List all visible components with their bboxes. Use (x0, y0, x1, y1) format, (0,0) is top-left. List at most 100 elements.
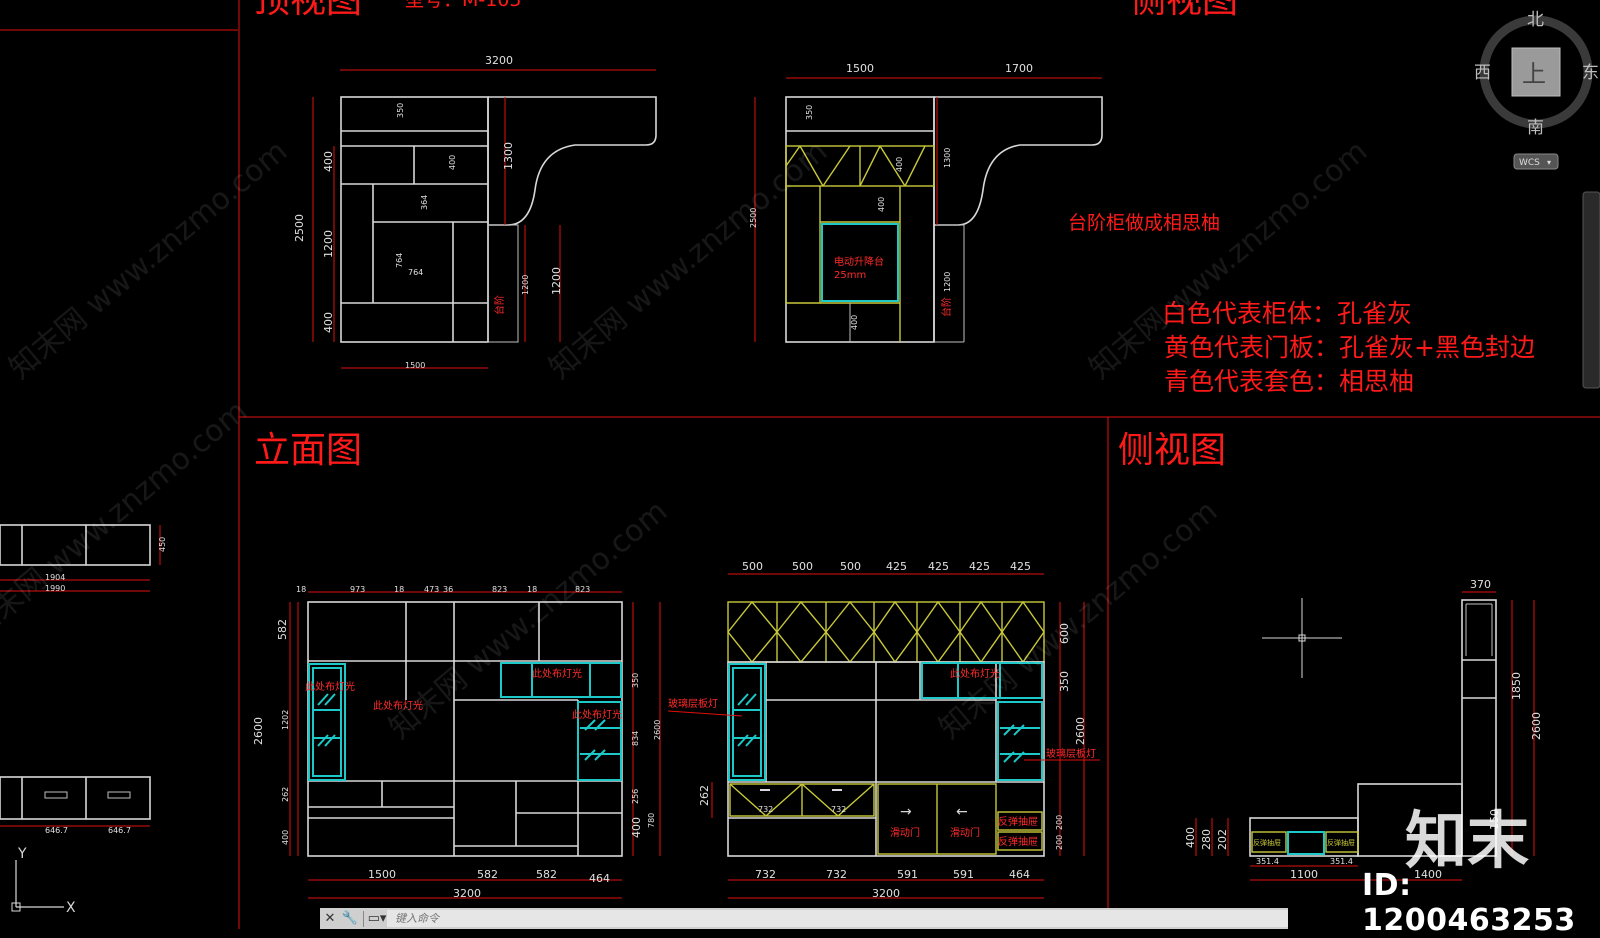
model-title: 型号：M-105 (405, 0, 522, 11)
dim-label: 1850 (1510, 672, 1523, 700)
watermark-text: 知末网 www.znzmo.com (3, 134, 294, 386)
watermark-text: 知末网 www.znzmo.com (383, 494, 674, 746)
ucs-axis-icon: Y X (11, 846, 76, 916)
dim-label: 732 (831, 805, 846, 814)
dim-label: 1990 (45, 584, 65, 593)
close-icon[interactable]: ✕ (324, 911, 336, 926)
dim-label: 3200 (872, 887, 900, 900)
dim-label: 834 (631, 731, 640, 746)
dim-label: 280 (1200, 829, 1213, 850)
dim-label: 400 (630, 817, 643, 838)
push-drawer-label: 反弹抽屉 (998, 835, 1038, 848)
dim-label: 1202 (281, 710, 290, 730)
dim-label: 400 (850, 315, 859, 330)
axis-y-label: Y (17, 846, 27, 862)
dim-label: 36 (443, 585, 453, 594)
viewcube-east[interactable]: 东 (1582, 63, 1599, 83)
viewcube-south[interactable]: 南 (1527, 118, 1544, 138)
dim-label: 3200 (485, 54, 513, 67)
viewcube-west[interactable]: 西 (1474, 63, 1491, 83)
dim-label: 425 (886, 560, 907, 573)
glass-shelf-note: 玻璃层板灯 (668, 697, 718, 710)
legend-yellow-note: 黄色代表门板：孔雀灰+黑色封边 (1164, 333, 1535, 362)
slide-arrow-left-icon: ← (956, 804, 968, 820)
navigation-bar[interactable] (1582, 191, 1600, 389)
dim-label: 2500 (749, 208, 758, 228)
dim-label: 400 (877, 197, 886, 212)
glass-shelf-note: 玻璃层板灯 (1046, 747, 1096, 760)
brand-logo: 知末 (1405, 804, 1530, 877)
top-view-title: 顶视图 (254, 0, 362, 21)
dim-label: 732 (826, 868, 847, 881)
dim-label: 400 (322, 312, 335, 333)
dim-label: 464 (589, 872, 610, 885)
viewcube[interactable]: 上 北 南 西 东 WCS ▾ (1474, 10, 1599, 170)
dim-label: 350 (805, 105, 814, 120)
dim-label: 764 (395, 253, 404, 268)
dim-label: 973 (350, 585, 365, 594)
light-note: 此处布灯光 (373, 699, 423, 712)
wrench-icon[interactable]: 🔧 (341, 911, 359, 926)
dim-label: 425 (969, 560, 990, 573)
dim-label: 780 (647, 813, 656, 828)
dim-label: 150 (1488, 809, 1501, 830)
slide-arrow-right-icon: → (900, 804, 912, 820)
viewcube-north[interactable]: 北 (1527, 10, 1544, 30)
elevation-right-drawing: 500 500 500 425 425 425 425 (667, 560, 1100, 900)
command-history-icon[interactable]: ▭▾ (367, 911, 387, 926)
step-label: 台阶 (493, 295, 506, 315)
legend-white-note: 白色代表柜体：孔雀灰 (1162, 299, 1412, 328)
dim-label: 2600 (1530, 712, 1543, 740)
dim-label: 1300 (943, 148, 952, 168)
viewcube-face-top[interactable] (1511, 47, 1561, 97)
dim-label: 500 (792, 560, 813, 573)
image-id-label: ID: 1200463253 (1362, 868, 1576, 938)
dim-label: 200 (1055, 815, 1064, 830)
dim-label: 464 (1009, 868, 1030, 881)
command-input[interactable] (387, 910, 1288, 927)
watermark-text: 知末网 www.znzmo.com (543, 134, 834, 386)
dim-label: 370 (1470, 578, 1491, 591)
dim-label: 591 (897, 868, 918, 881)
dim-label: 582 (276, 619, 289, 640)
dim-label: 400 (1184, 827, 1197, 848)
watermark-text: 知末网 www.znzmo.com (0, 394, 254, 646)
viewcube-face-label: 上 (1522, 60, 1546, 88)
dim-label: 600 (1058, 623, 1071, 644)
command-bar[interactable]: ✕ 🔧 ▭▾ (320, 908, 1288, 929)
watermark-text: 知末网 www.znzmo.com (933, 494, 1224, 746)
dim-label: 18 (296, 585, 306, 594)
wcs-menu[interactable] (1513, 153, 1559, 170)
dim-label: 3200 (453, 887, 481, 900)
dim-label: 1904 (45, 573, 65, 582)
dim-label: 350 (631, 673, 640, 688)
command-bar-divider (363, 910, 364, 927)
left-partial-drawing: 1904 1990 450 646.7 646.7 (0, 524, 167, 835)
dim-label: 2600 (1074, 717, 1087, 745)
dim-label: 646.7 (108, 826, 131, 835)
lift-size-label: 25mm (834, 270, 866, 281)
dim-label: 350 (396, 103, 405, 118)
light-note: 此处布灯光 (532, 667, 582, 680)
dim-label: 262 (698, 785, 711, 806)
dim-label: 1500 (368, 868, 396, 881)
step-label: 台阶 (940, 297, 953, 317)
sliding-door-label: 滑动门 (950, 826, 980, 839)
dim-label: 646.7 (45, 826, 68, 835)
dim-label: 400 (281, 830, 290, 845)
light-note: 此处布灯光 (950, 667, 1000, 680)
dim-label: 732 (758, 805, 773, 814)
light-note: 此处布灯光 (305, 680, 355, 693)
dim-label: 350 (1058, 671, 1071, 692)
dim-label: 1200 (521, 275, 530, 295)
dim-label: 473 (424, 585, 439, 594)
push-drawer-label: 反弹抽屉 (1253, 838, 1281, 847)
wcs-label: WCS (1519, 158, 1540, 168)
axis-x-label: X (66, 900, 76, 916)
dim-label: 500 (742, 560, 763, 573)
step-cabinet-note: 台阶柜做成相思柚 (1068, 212, 1220, 234)
sliding-door-label: 滑动门 (890, 826, 920, 839)
dim-label: 591 (953, 868, 974, 881)
